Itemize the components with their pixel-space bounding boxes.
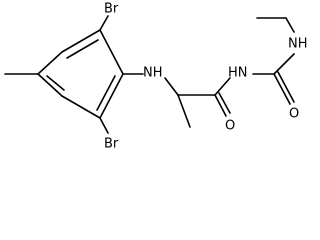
carbonyl-2-double-bond-a: [273, 73, 291, 105]
ring-bond: [37, 51, 63, 75]
nh-amine-label: NH: [143, 66, 163, 81]
nh-methyl-label: NH: [288, 37, 308, 52]
carbonyl-to-nh-bond: [214, 77, 231, 96]
benzene-ring: [37, 29, 124, 119]
chemical-structure-diagram: Br Br NH HN NH O O: [4, 2, 308, 152]
o-carbonyl-1-label: O: [225, 119, 235, 134]
nh-imide-label: HN: [228, 66, 248, 81]
br-bottom-label: Br: [104, 137, 119, 152]
carbonyl-1-double-bond-b: [218, 92, 231, 114]
ring-bond: [37, 73, 63, 97]
ring-bond: [61, 29, 101, 53]
nh-to-ch-bond: [164, 77, 179, 96]
ch-to-methyl-bond: [177, 94, 191, 128]
br-top-bond: [99, 15, 109, 31]
ring-bond: [99, 29, 124, 75]
carbonyl-2-double-bond-b: [277, 71, 295, 103]
carbonyl-to-nh-methyl-bond: [273, 53, 295, 75]
ring-bond: [61, 95, 101, 119]
ring-bond: [99, 73, 124, 119]
ring-double-bond: [96, 75, 116, 111]
ring-double-bond: [66, 39, 99, 59]
br-top-label: Br: [104, 2, 119, 17]
nh-methyl-bond: [285, 17, 295, 33]
br-bottom-bond: [99, 117, 109, 134]
o-carbonyl-2-label: O: [289, 107, 299, 122]
ring-double-bond: [46, 75, 65, 91]
carbonyl-1-double-bond-a: [214, 94, 227, 117]
